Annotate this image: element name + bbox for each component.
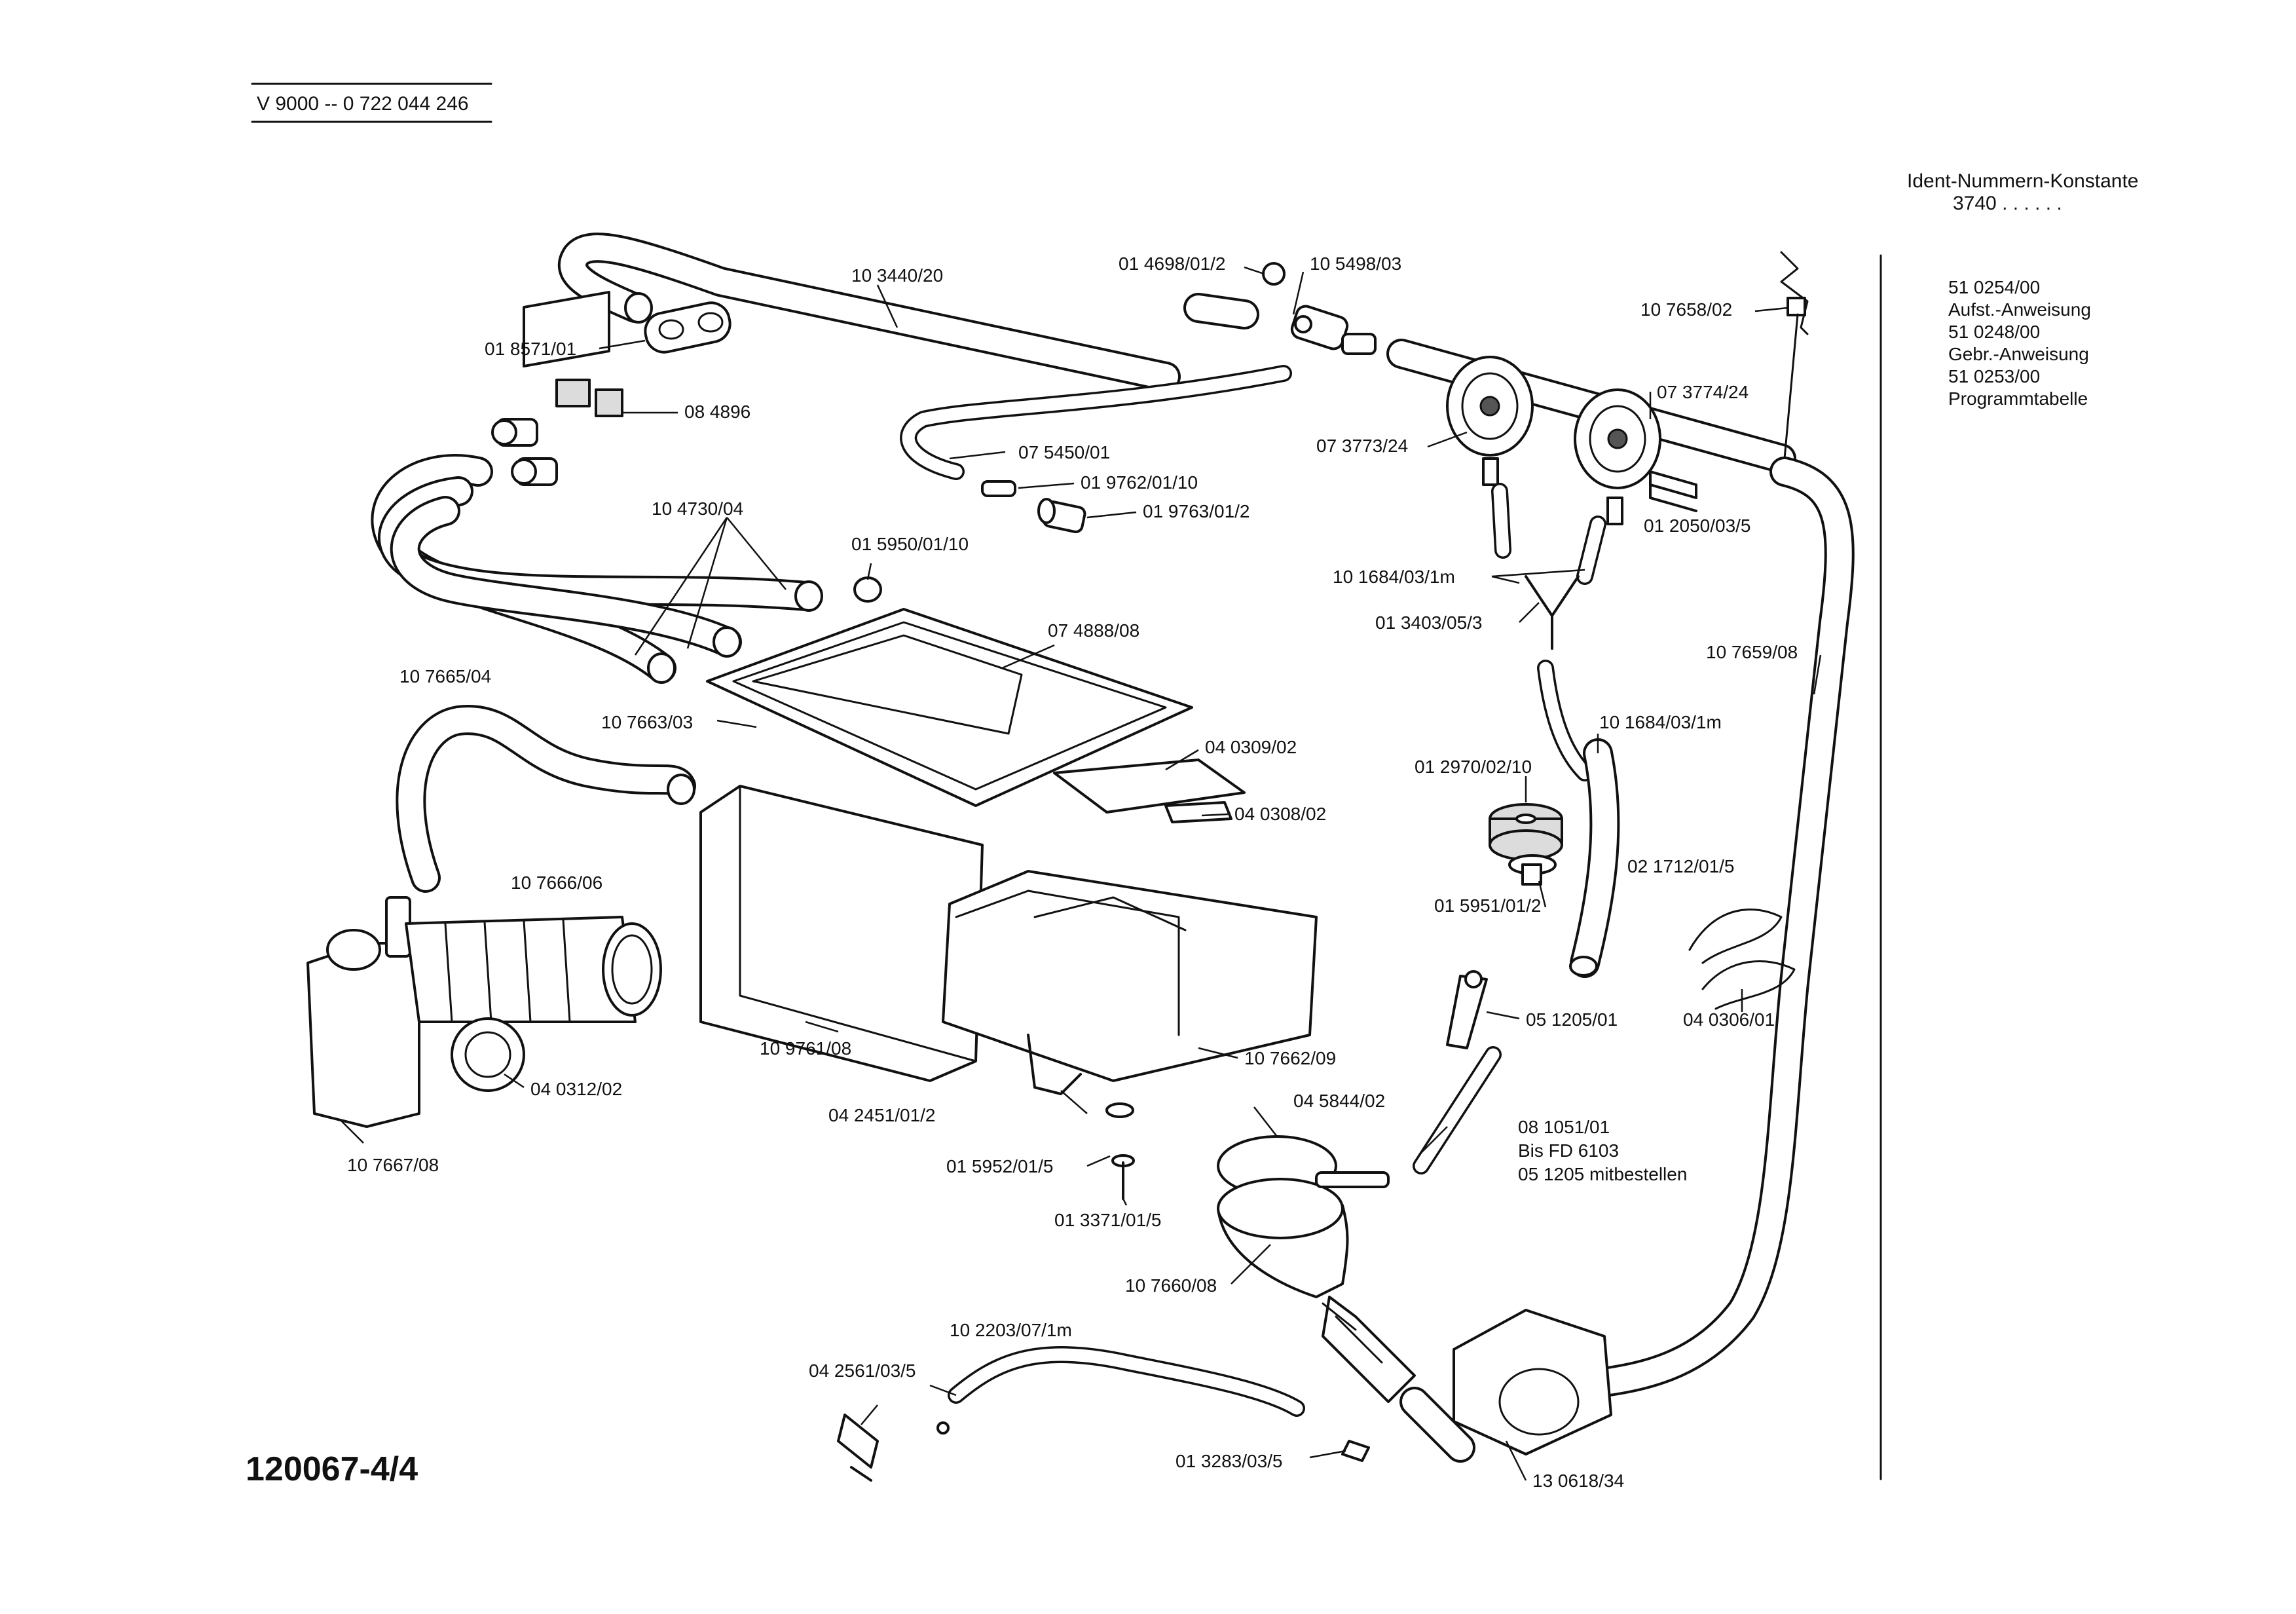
part-label: 10 3440/20	[851, 265, 943, 286]
part-label: 01 5950/01/10	[851, 534, 969, 554]
part-label: 01 2970/02/10	[1415, 757, 1532, 777]
bellows-siphon-drawing	[306, 896, 662, 1128]
part-label: 04 0308/02	[1234, 804, 1326, 824]
part-label: 02 1712/01/5	[1627, 856, 1735, 876]
gasket-drawing	[644, 301, 731, 354]
part-label: 05 1205/01	[1526, 1009, 1618, 1030]
part-label: 07 3773/24	[1316, 436, 1408, 456]
clip-drawing	[1649, 470, 1697, 512]
header-block: V 9000 -- 0 722 044 246 Ident-Nummern-Ko…	[251, 83, 2139, 214]
rubber-feet-drawing	[1489, 803, 1563, 886]
part-label: 04 0306/01	[1683, 1009, 1775, 1030]
hose-left-curve-drawing	[396, 705, 696, 893]
part-label: 10 4730/04	[652, 498, 743, 519]
hose-bundle-drawing	[371, 454, 823, 684]
part-label: 10 1684/03/1m	[1333, 567, 1455, 587]
part-label: 10 7666/06	[511, 873, 602, 893]
part-label: 10 7667/08	[347, 1155, 439, 1175]
solenoid-valve-drawing	[491, 290, 623, 486]
part-label: 08 4896	[684, 402, 750, 422]
part-label: 10 7660/08	[1125, 1275, 1217, 1296]
part-label: Bis FD 6103	[1518, 1140, 1619, 1161]
part-label: 07 4888/08	[1048, 620, 1139, 641]
part-label: 10 7665/04	[399, 666, 491, 686]
model-number: V 9000 -- 0 722 044 246	[257, 93, 469, 115]
part-labels: 10 3440/20 01 4698/01/2 10 5498/03 10 76…	[347, 253, 1798, 1491]
part-label: 04 5844/02	[1293, 1091, 1385, 1111]
document-list: 51 0254/00 Aufst.-Anweisung 51 0248/00 G…	[1879, 254, 2091, 1480]
part-label: 01 9762/01/10	[1081, 472, 1198, 493]
hose-top-long-drawing	[557, 233, 1181, 392]
part-label: 01 9763/01/2	[1143, 501, 1250, 521]
part-label: 04 2451/01/2	[828, 1105, 936, 1125]
ring-drawing	[853, 576, 882, 603]
doc-item: Gebr.-Anweisung	[1948, 344, 2089, 364]
part-label: 01 4698/01/2	[1119, 253, 1226, 274]
hose-vertical-long-drawing	[1589, 457, 1855, 1397]
part-label: 10 1684/03/1m	[1599, 712, 1722, 732]
part-label: 04 0309/02	[1205, 737, 1297, 757]
connector-drawing	[981, 480, 1086, 533]
sump-drawing	[1217, 1135, 1416, 1403]
doc-item: 51 0254/00	[1948, 277, 2040, 297]
bracket-drawing	[1780, 251, 1809, 460]
part-label: 05 1205 mitbestellen	[1518, 1164, 1687, 1184]
drain-pump-drawing	[1399, 1309, 1612, 1463]
elbow-connector-drawing	[1183, 262, 1377, 355]
ident-label: Ident-Nummern-Konstante	[1907, 170, 2139, 192]
part-label: 01 8571/01	[485, 339, 576, 359]
part-label: 04 2561/03/5	[809, 1361, 916, 1381]
part-label: 01 3283/03/5	[1176, 1451, 1283, 1471]
part-label: 01 3403/05/3	[1375, 612, 1483, 633]
detergent-drawer-drawing	[699, 608, 1318, 1095]
doc-item: Aufst.-Anweisung	[1948, 299, 2091, 320]
leader-lines	[340, 266, 1822, 1481]
part-label: 01 5951/01/2	[1434, 895, 1542, 916]
y-piece-hose-drawing	[1491, 483, 1606, 781]
thin-hose-drawing	[900, 365, 1292, 480]
part-label: 10 2203/07/1m	[950, 1320, 1072, 1340]
part-label: 07 5450/01	[1018, 442, 1110, 462]
bottom-small-hoses-drawing	[837, 1346, 1370, 1482]
sheet-number: 120067-4/4	[246, 1450, 418, 1488]
part-label: 13 0618/34	[1532, 1471, 1624, 1491]
part-label: 01 2050/03/5	[1644, 516, 1751, 536]
part-label: 10 9761/08	[760, 1038, 851, 1059]
heater-rod-drawing	[1413, 1046, 1502, 1174]
pressure-switch-assembly-drawing	[1386, 339, 1796, 525]
part-label: 01 5952/01/5	[946, 1156, 1054, 1176]
part-label: 01 3371/01/5	[1054, 1210, 1162, 1230]
doc-item: 51 0248/00	[1948, 322, 2040, 342]
doc-item: 51 0253/00	[1948, 366, 2040, 386]
mount-bracket-drawing	[1446, 970, 1488, 1049]
part-label: 10 7659/08	[1706, 642, 1798, 662]
screw-drawing	[1105, 1102, 1135, 1200]
part-label: 10 7658/02	[1640, 299, 1732, 320]
part-label: 10 7663/03	[601, 712, 693, 732]
part-label: 08 1051/01	[1518, 1117, 1610, 1137]
part-label: 07 3774/24	[1657, 382, 1749, 402]
part-label: 04 0312/02	[530, 1079, 622, 1099]
hose-right-thin-drawing	[1569, 738, 1620, 978]
ident-value: 3740 . . . . . .	[1953, 193, 2062, 214]
doc-item: Programmtabelle	[1948, 388, 2088, 409]
part-label: 10 7662/09	[1244, 1048, 1336, 1068]
part-label: 10 5498/03	[1310, 253, 1401, 274]
